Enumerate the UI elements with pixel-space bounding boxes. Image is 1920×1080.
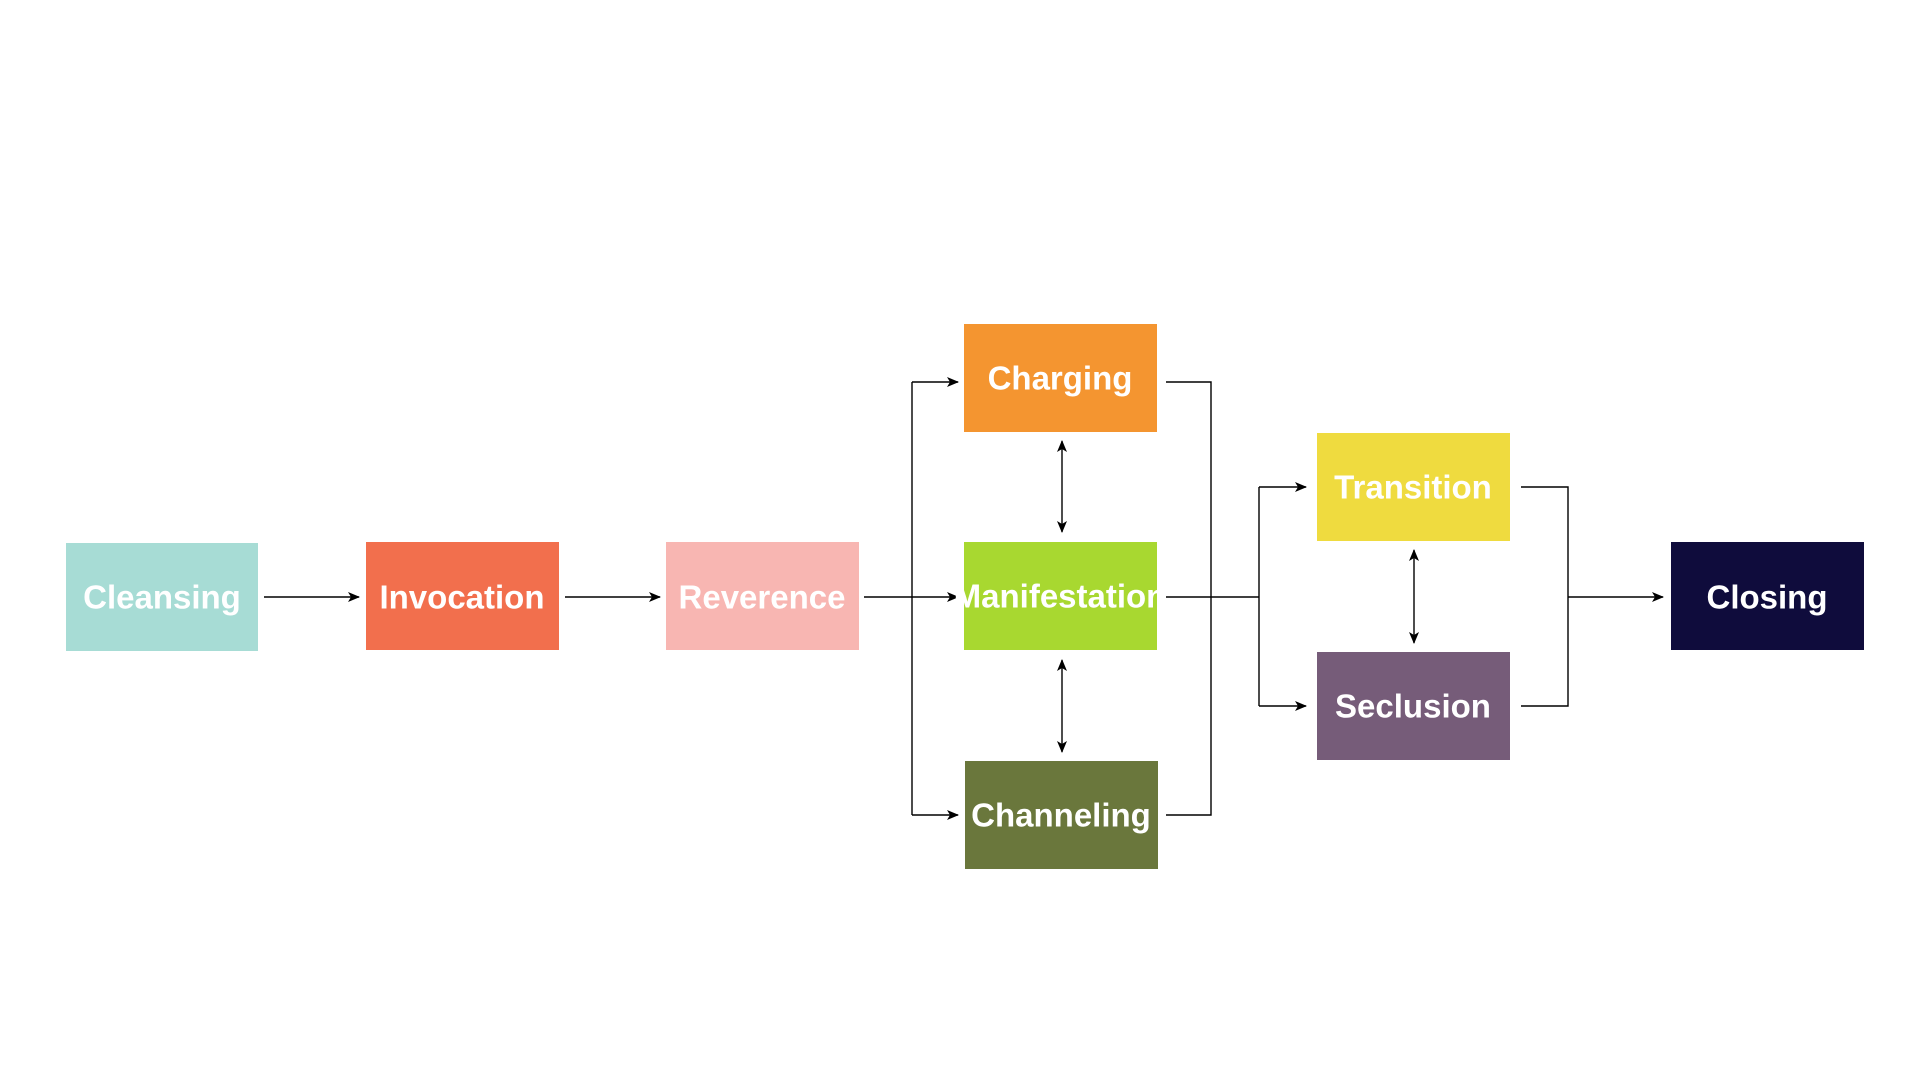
node-closing: Closing bbox=[1671, 542, 1864, 650]
node-box bbox=[964, 324, 1157, 432]
node-box bbox=[1317, 652, 1510, 760]
node-label: Closing bbox=[1707, 579, 1828, 616]
node-label: Invocation bbox=[379, 579, 544, 616]
node-box bbox=[66, 543, 258, 651]
node-invocation: Invocation bbox=[366, 542, 559, 650]
node-label: Transition bbox=[1334, 469, 1492, 506]
node-label: Reverence bbox=[679, 579, 846, 616]
node-channeling: Channeling bbox=[965, 761, 1158, 869]
node-cleansing: Cleansing bbox=[66, 543, 258, 651]
node-label: Manifestation bbox=[954, 578, 1167, 615]
node-label: Charging bbox=[988, 360, 1133, 397]
node-label: Seclusion bbox=[1335, 688, 1491, 725]
node-box bbox=[1317, 433, 1510, 541]
node-box bbox=[1671, 542, 1864, 650]
node-box bbox=[965, 761, 1158, 869]
node-transition: Transition bbox=[1317, 433, 1510, 541]
node-box bbox=[366, 542, 559, 650]
node-box bbox=[666, 542, 859, 650]
connectors bbox=[264, 377, 1664, 820]
node-label: Cleansing bbox=[83, 579, 241, 616]
merge-bracket-middle bbox=[1166, 381, 1212, 816]
node-label: Channeling bbox=[971, 797, 1151, 834]
node-manifestation: Manifestation bbox=[954, 542, 1167, 650]
node-box bbox=[964, 542, 1157, 650]
node-reverence: Reverence bbox=[666, 542, 859, 650]
node-charging: Charging bbox=[964, 324, 1157, 432]
node-seclusion: Seclusion bbox=[1317, 652, 1510, 760]
merge-bracket-right bbox=[1521, 486, 1569, 707]
